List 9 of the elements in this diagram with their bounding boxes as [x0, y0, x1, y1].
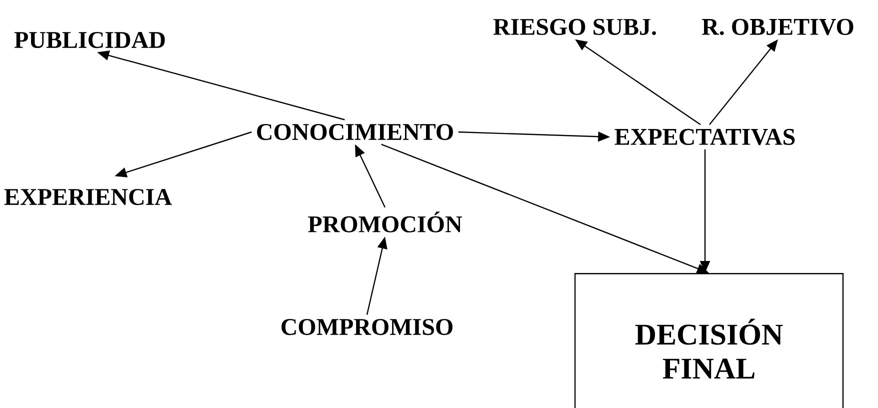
- concept-label: RIESGO SUBJ.: [493, 18, 656, 36]
- concept-label: R. OBJETIVO: [702, 18, 854, 36]
- concept-label: PUBLICIDAD: [14, 32, 165, 48]
- concept-label: PROMOCIÓN: [308, 212, 462, 232]
- concept-label: CONOCIMIENTO: [257, 124, 453, 140]
- decision-box: DECISIÓN FINAL: [574, 273, 844, 408]
- concept-label: COMPROMISO: [282, 318, 452, 336]
- concept-label: EXPECTATIVAS: [614, 128, 795, 146]
- concept-label: EXPERIENCIA: [4, 188, 172, 206]
